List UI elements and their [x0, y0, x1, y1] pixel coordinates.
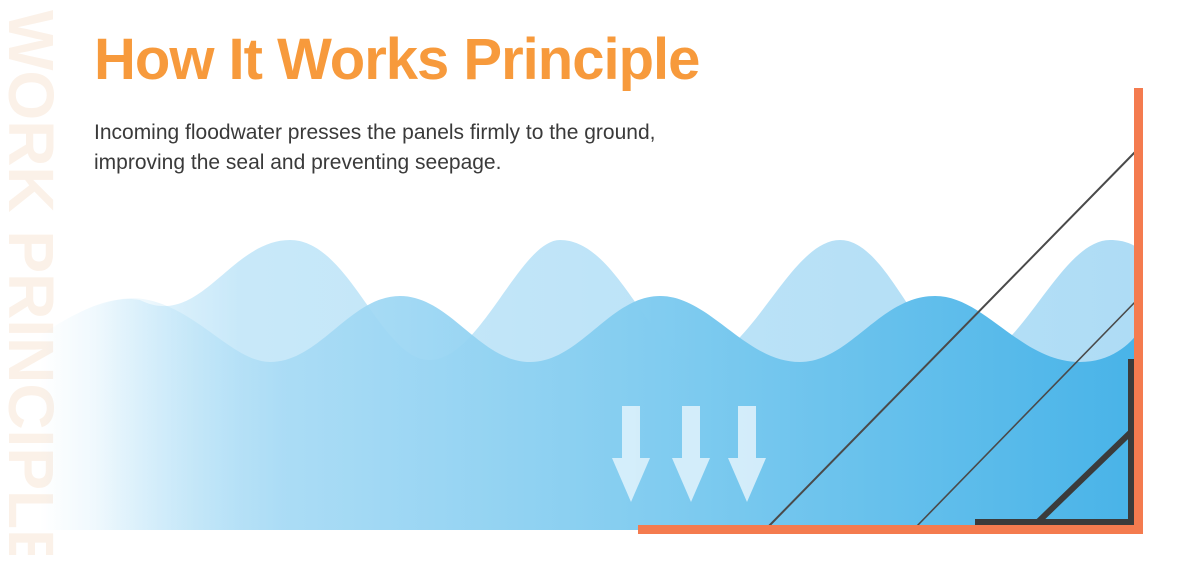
down-arrow-icon — [612, 406, 766, 502]
barrier-frame — [638, 88, 1143, 534]
barrier-panel-line — [767, 149, 1138, 528]
front-water-wave — [40, 296, 1140, 530]
page-description: Incoming floodwater presses the panels f… — [94, 121, 656, 174]
barrier-panel-line — [915, 299, 1138, 528]
page-title: How It Works Principle — [94, 27, 700, 92]
support-brace — [975, 359, 1136, 525]
